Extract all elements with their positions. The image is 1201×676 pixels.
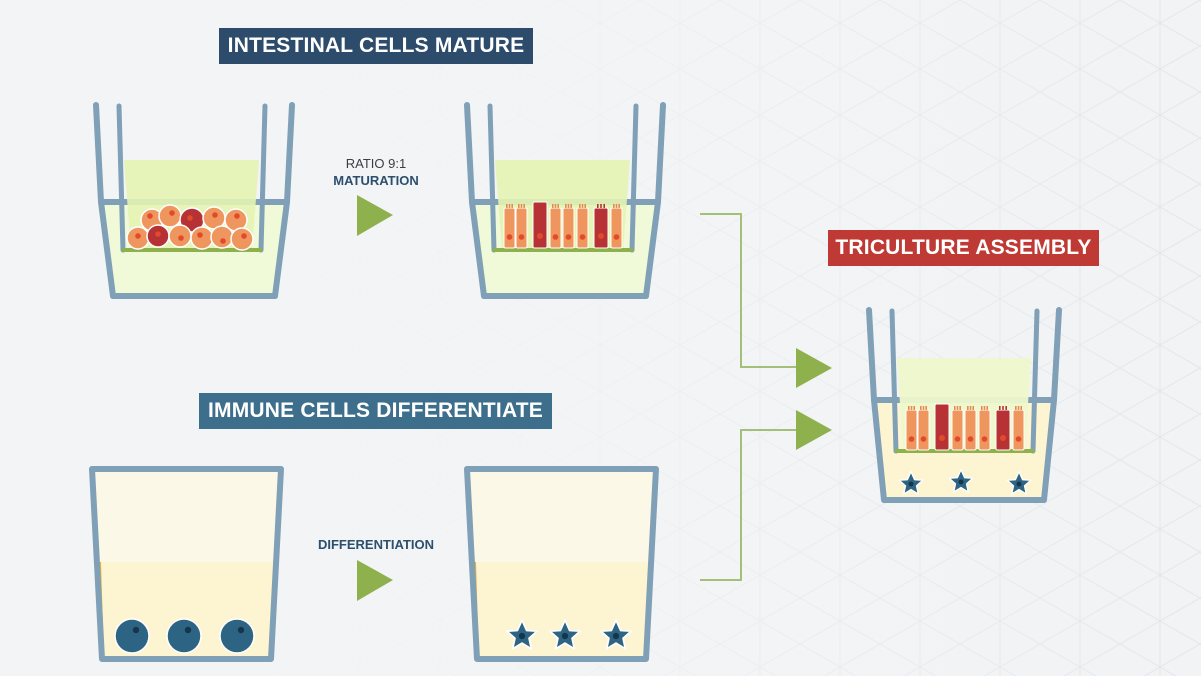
well-intestinal-matured bbox=[464, 102, 666, 299]
well-intestinal-seeding bbox=[93, 102, 295, 299]
well-immune-differentiated bbox=[464, 466, 659, 662]
connector-intestinal bbox=[700, 213, 800, 368]
columnar-cells bbox=[503, 201, 623, 249]
round-cells bbox=[126, 204, 254, 251]
well-triculture bbox=[866, 307, 1062, 503]
label-immune-cells-differentiate: IMMUNE CELLS DIFFERENTIATE bbox=[199, 393, 552, 429]
label-intestinal-cells-mature: INTESTINAL CELLS MATURE bbox=[219, 28, 533, 64]
assembly-arrow-top bbox=[796, 348, 832, 388]
triculture-epithelial-cells bbox=[905, 403, 1025, 451]
connector-immune bbox=[700, 429, 800, 581]
maturation-arrow bbox=[357, 195, 393, 236]
assembly-arrow-bottom bbox=[796, 410, 832, 450]
step-maturation: MATURATION bbox=[333, 173, 419, 188]
step-differentiation: DIFFERENTIATION bbox=[317, 537, 435, 552]
differentiation-arrow bbox=[357, 560, 393, 601]
monocyte-cells bbox=[114, 618, 255, 654]
step-ratio: RATIO 9:1 bbox=[345, 156, 407, 171]
label-triculture-assembly: TRICULTURE ASSEMBLY bbox=[828, 230, 1099, 266]
well-immune-monocytes bbox=[89, 466, 284, 662]
